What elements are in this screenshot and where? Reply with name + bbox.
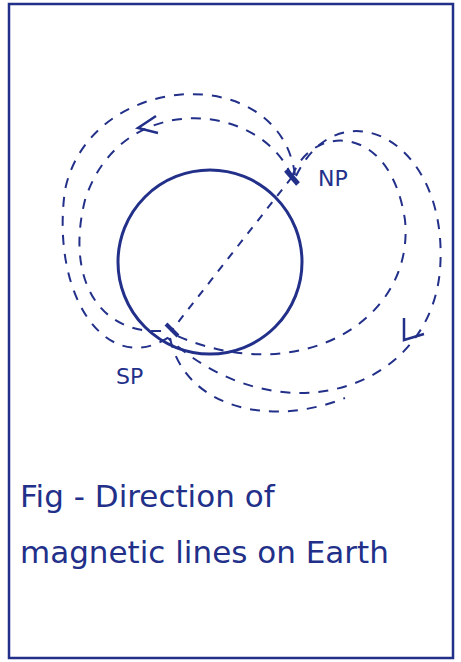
field-lines	[63, 94, 441, 411]
arrowhead	[404, 318, 424, 340]
axis-line	[172, 177, 292, 330]
field-line	[175, 141, 406, 355]
pole-label: SP	[116, 364, 143, 389]
field-line	[63, 94, 295, 348]
field-line	[168, 131, 441, 393]
pole-label: NP	[318, 166, 348, 191]
field-line	[170, 338, 345, 412]
frame	[9, 4, 453, 658]
figure-caption: Fig - Direction of magnetic lines on Ear…	[20, 468, 420, 580]
arrowhead	[138, 116, 158, 133]
earth-circle	[118, 170, 302, 354]
field-line	[79, 118, 292, 331]
